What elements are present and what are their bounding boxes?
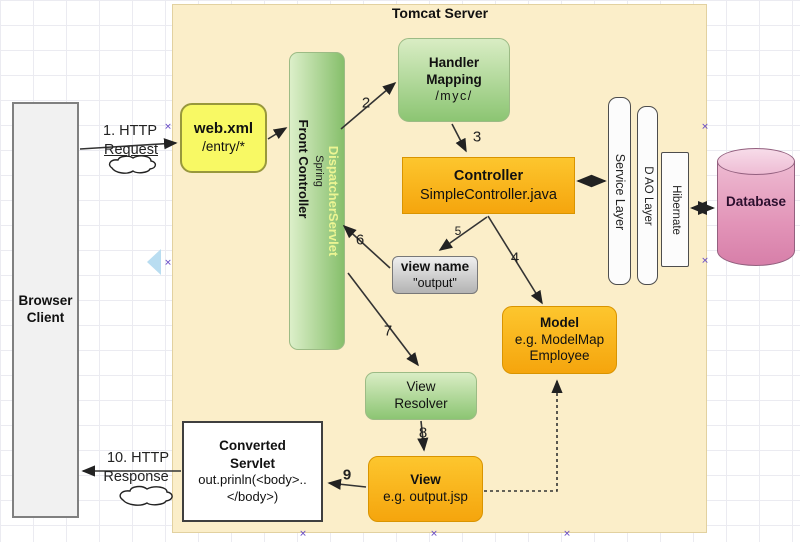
view-name-node[interactable]: view name "output" <box>392 256 478 294</box>
dispatcher-servlet-label: DispatcherServlet <box>326 145 342 257</box>
database-cylinder-top <box>717 148 795 175</box>
view-example: e.g. output.jsp <box>383 489 468 504</box>
view-resolver-label-2: Resolver <box>394 396 448 411</box>
converted-servlet-node[interactable]: Converted Servlet out.prinln(<body>.. </… <box>182 421 323 522</box>
handler-mapping-node[interactable]: Handler Mapping /myc/ <box>398 38 510 122</box>
tomcat-server-title: Tomcat Server <box>391 5 489 21</box>
database-node[interactable]: Database <box>717 148 795 266</box>
webxml-node[interactable]: web.xml /entry/* <box>180 103 267 173</box>
step-6-label: 6 <box>355 231 365 249</box>
selection-handle-icon[interactable]: ✕ <box>299 528 307 539</box>
converted-servlet-code-1: out.prinln(<body>.. <box>198 472 307 488</box>
response-label-1: 10. HTTP <box>106 450 170 466</box>
view-node[interactable]: View e.g. output.jsp <box>368 456 483 522</box>
step-8-label: 8 <box>418 424 428 442</box>
response-cloud-doodle <box>119 485 173 506</box>
model-example-1: e.g. ModelMap <box>514 331 605 347</box>
browser-client-label-1: Browser <box>18 293 73 309</box>
controller-class: SimpleController.java <box>419 186 557 203</box>
converted-servlet-label-1: Converted <box>219 438 286 454</box>
controller-node[interactable]: Controller SimpleController.java <box>402 157 575 214</box>
selection-handle-icon[interactable]: ✕ <box>701 121 709 132</box>
database-cylinder-body <box>717 161 795 266</box>
step-9-label: 9 <box>342 466 352 484</box>
front-controller-label: Front Controller <box>296 119 312 219</box>
browser-client-label-2: Client <box>26 310 65 325</box>
selection-handle-icon[interactable]: ✕ <box>164 257 172 268</box>
step-4-label: 4 <box>510 249 520 267</box>
controller-label: Controller <box>453 168 524 185</box>
response-label-2: Response <box>103 469 169 485</box>
dao-layer-node[interactable]: D AO Layer <box>637 106 658 285</box>
selection-handle-icon[interactable]: ✕ <box>701 255 709 266</box>
webxml-title: web.xml <box>193 120 254 138</box>
request-label-2: Request <box>103 142 159 158</box>
selection-handle-icon[interactable]: ✕ <box>164 121 172 132</box>
front-controller-node[interactable]: Front Controller Spring DispatcherServle… <box>289 52 345 350</box>
step-2-label: 2 <box>361 94 371 112</box>
browser-client-node[interactable]: Browser Client <box>12 102 79 518</box>
request-cloud-doodle <box>108 155 157 174</box>
request-label-1: 1. HTTP <box>103 123 157 139</box>
step-5-label: 5 <box>454 224 462 238</box>
converted-servlet-label-2: Servlet <box>229 455 276 471</box>
step-3-label: 3 <box>472 128 482 146</box>
hibernate-node[interactable]: Hibernate <box>661 152 689 267</box>
model-label: Model <box>540 314 579 330</box>
step-7-label: 7 <box>383 322 393 340</box>
view-name-label: view name <box>400 259 470 275</box>
handler-mapping-url: /myc/ <box>435 89 473 104</box>
spring-label: Spring <box>312 155 325 187</box>
view-resolver-label-1: View <box>406 379 436 395</box>
hibernate-label: Hibernate <box>670 185 682 235</box>
dao-layer-label: D AO Layer <box>642 166 654 226</box>
service-layer-label: Service Layer <box>613 153 627 231</box>
selection-handle-icon[interactable]: ✕ <box>563 528 571 539</box>
view-label: View <box>410 472 441 488</box>
model-example-2: Employee <box>529 348 590 364</box>
service-layer-node[interactable]: Service Layer <box>608 97 631 285</box>
handler-mapping-label-2: Mapping <box>426 72 482 88</box>
database-label: Database <box>725 194 787 209</box>
converted-servlet-code-2: </body>) <box>226 489 279 505</box>
blue-cursor-triangle <box>147 249 161 275</box>
handler-mapping-label-1: Handler <box>428 55 480 71</box>
selection-handle-icon[interactable]: ✕ <box>430 528 438 539</box>
view-name-value: "output" <box>413 275 457 290</box>
webxml-path: /entry/* <box>202 138 245 154</box>
model-node[interactable]: Model e.g. ModelMap Employee <box>502 306 617 374</box>
view-resolver-node[interactable]: View Resolver <box>365 372 477 420</box>
